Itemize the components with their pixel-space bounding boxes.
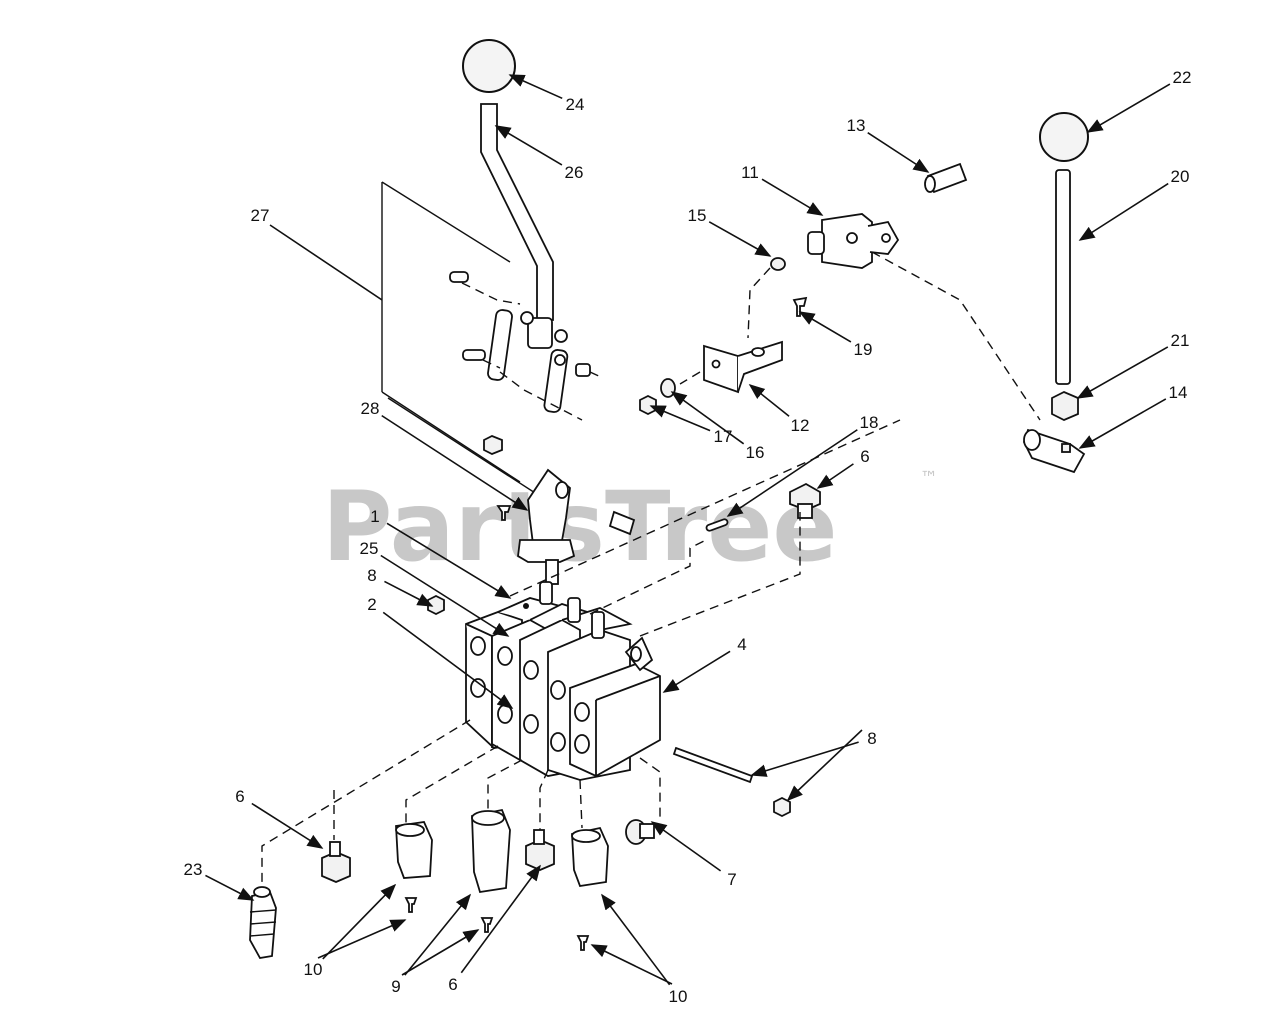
callout-label-c27: 27 <box>251 206 270 225</box>
callout-label-c14: 14 <box>1169 383 1188 402</box>
pin-18 <box>705 518 729 532</box>
leader-arrow-c19 <box>798 311 852 343</box>
screw-9 <box>480 917 494 933</box>
leader-arrow-c18 <box>726 429 858 517</box>
callout-label-c8b: 8 <box>867 729 876 748</box>
callout-label-c6b: 6 <box>235 787 244 806</box>
leader-arrow-c22 <box>1086 83 1171 133</box>
nut-upper <box>483 435 503 455</box>
callout-label-c2: 2 <box>367 595 376 614</box>
callout-label-c9: 9 <box>391 977 400 996</box>
nut-17 <box>639 394 657 416</box>
washer-16 <box>660 378 676 398</box>
bracket-12 <box>703 340 783 394</box>
leader-arrow-c10b <box>601 893 671 986</box>
leader-arrow-c28 <box>381 414 529 511</box>
screw-10-left <box>404 897 418 913</box>
callout-label-c13: 13 <box>847 116 866 135</box>
callout-label-c25: 25 <box>360 539 379 558</box>
callout-label-c22: 22 <box>1173 68 1192 87</box>
callout-label-c11: 11 <box>741 163 759 182</box>
callout-label-c8a: 8 <box>367 566 376 585</box>
pin-right <box>608 510 636 536</box>
washer-15 <box>770 257 786 271</box>
screw-19 <box>792 296 808 317</box>
pin-13 <box>924 162 968 194</box>
leader-arrow-c7 <box>650 821 722 872</box>
right-lever-assembly <box>1023 112 1089 474</box>
cap-10-left <box>395 821 433 879</box>
leader-arrow-c6a <box>816 463 854 489</box>
leader-arrow-c15 <box>708 221 772 257</box>
leader-arrow-c17 <box>649 405 711 432</box>
leader-arrow-c21 <box>1076 346 1169 399</box>
fitting-6-middle <box>525 829 555 871</box>
callout-labels: 2426271311151912161722202114186281258248… <box>184 68 1192 1006</box>
leader-arrow-c14 <box>1078 398 1167 449</box>
leader-arrow-c9 <box>404 893 472 976</box>
nut-21 <box>1051 391 1079 421</box>
callout-label-c20: 20 <box>1171 167 1190 186</box>
cap-10-right <box>571 826 609 888</box>
cap-9 <box>471 808 511 894</box>
watermark-trademark: ™ <box>920 468 938 489</box>
leader-arrow-c1 <box>386 522 512 599</box>
callout-label-c10a: 10 <box>304 960 323 979</box>
callout-label-c21: 21 <box>1171 331 1190 350</box>
leader-arrow-c16 <box>670 391 745 445</box>
spool-handle-28 <box>517 468 576 585</box>
pivot-block-11 <box>807 213 900 269</box>
callout-label-c24: 24 <box>566 95 585 114</box>
callout-label-c15: 15 <box>688 206 707 225</box>
callout-label-c10b: 10 <box>669 987 688 1006</box>
screw-10-right <box>576 935 590 951</box>
valve-body <box>465 581 661 781</box>
plug-7 <box>625 819 655 845</box>
leader-arrow-c20 <box>1078 182 1169 241</box>
rod-8-right <box>672 746 791 818</box>
watermark-text: PartsTree <box>322 471 837 583</box>
callout-label-c16: 16 <box>746 443 765 462</box>
leader-arrow-c6c <box>460 864 541 974</box>
leader-arrow-c6b <box>251 802 324 849</box>
callout-label-c4: 4 <box>737 635 746 654</box>
callout-label-c28: 28 <box>361 399 380 418</box>
screw-28 <box>496 505 512 521</box>
plug-6-top <box>789 482 821 519</box>
leader-arrow-c13 <box>867 131 930 173</box>
knob-24 <box>462 39 516 93</box>
callout-label-c1: 1 <box>370 507 379 526</box>
callout-label-c19: 19 <box>854 340 873 359</box>
leader-arrow-c2 <box>382 611 514 709</box>
fitting-6-left <box>321 841 351 883</box>
leader-arrow-c10a <box>322 883 397 960</box>
lever-rod-20 <box>1055 169 1071 385</box>
left-lever-assembly <box>449 39 604 421</box>
leader-arrow-c25 <box>380 554 510 637</box>
callout-label-c6c: 6 <box>448 975 457 994</box>
leader-arrow-c23 <box>205 874 255 901</box>
leader-arrow-c26 <box>494 125 563 166</box>
callout-label-c23: 23 <box>184 860 203 879</box>
leader-arrow-c8a <box>384 580 434 607</box>
leader-arrow-c11 <box>761 178 824 216</box>
callout-label-c17: 17 <box>714 427 733 446</box>
quick-coupler-23 <box>249 886 277 959</box>
leader-arrow-c4 <box>662 650 731 693</box>
knob-22 <box>1039 112 1089 162</box>
leader-arrow-c8b <box>750 741 859 777</box>
callout-label-c7: 7 <box>727 870 736 889</box>
callout-label-c6a: 6 <box>860 447 869 466</box>
leader-arrow-c24 <box>508 74 563 100</box>
callout-label-c26: 26 <box>565 163 584 182</box>
callout-label-c12: 12 <box>791 416 810 435</box>
leader-arrow-c12 <box>748 384 790 417</box>
callout-label-c18: 18 <box>860 413 879 432</box>
lever-rod-26 <box>480 103 554 321</box>
